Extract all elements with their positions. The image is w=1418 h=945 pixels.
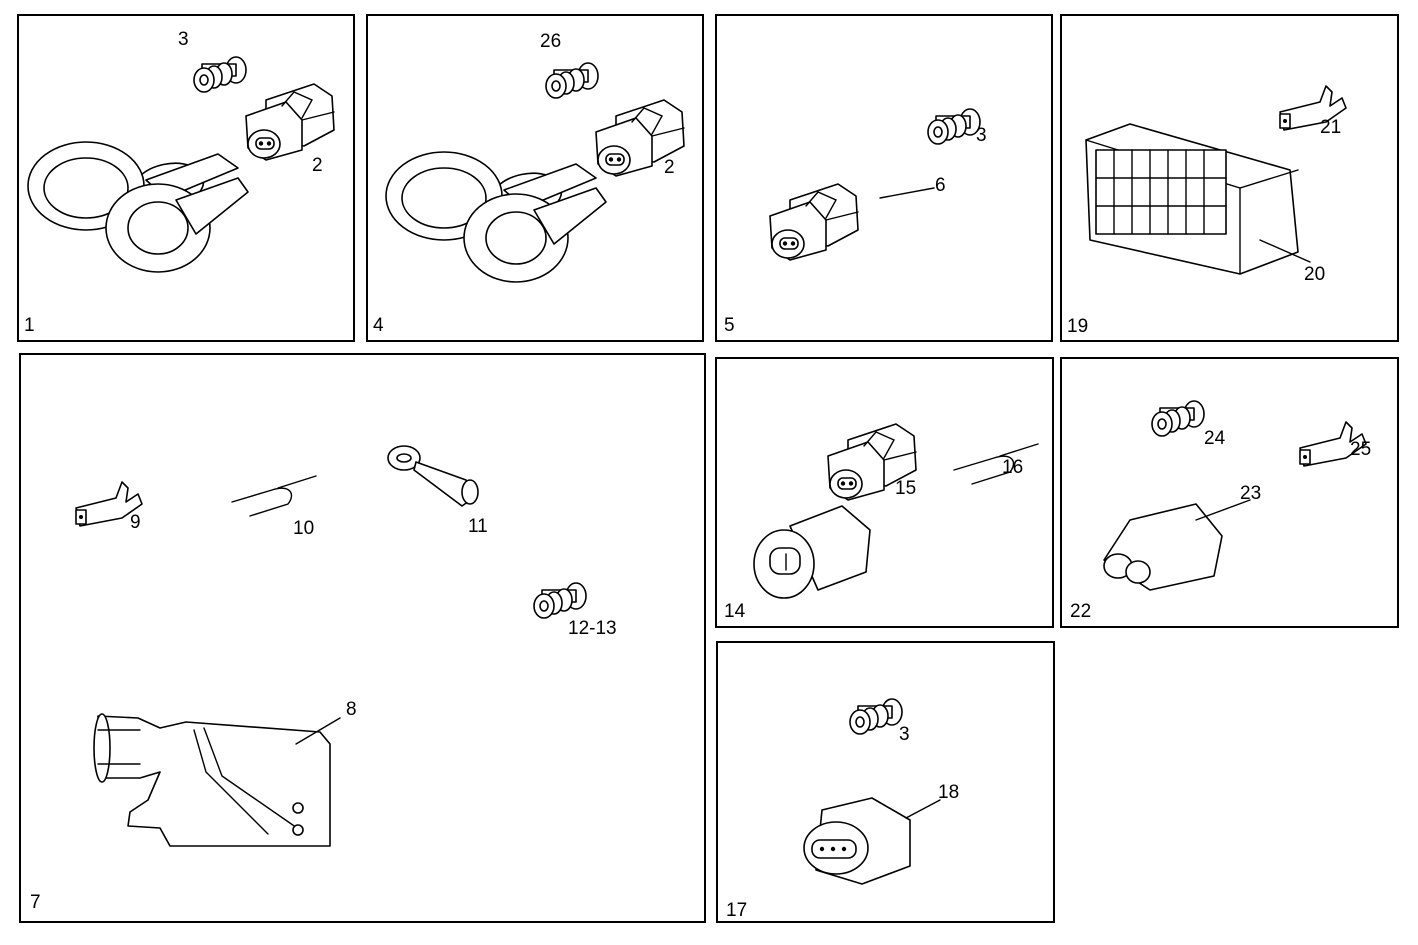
ring-terminal xyxy=(387,445,479,507)
callout-9: 9 xyxy=(130,512,141,533)
callout-12-13: 12-13 xyxy=(568,618,617,639)
callout-24: 24 xyxy=(1204,428,1226,449)
callout-18: 18 xyxy=(938,782,960,803)
panel-22 xyxy=(1060,357,1399,628)
panel-number-7: 7 xyxy=(30,892,41,913)
conn-23 xyxy=(1103,499,1251,591)
callout-15: 15 xyxy=(895,478,917,499)
callout-3: 3 xyxy=(178,29,189,50)
conn-14 xyxy=(753,505,871,599)
callout-16: 16 xyxy=(1002,457,1024,478)
cavity-grid xyxy=(1095,149,1227,235)
angled-boot xyxy=(93,713,341,847)
callout-21: 21 xyxy=(1320,117,1342,138)
callout-8: 8 xyxy=(346,699,357,720)
panel-5 xyxy=(715,14,1053,342)
panel-7 xyxy=(19,353,706,923)
panel-number-17: 17 xyxy=(726,900,748,921)
callout-3c: 3 xyxy=(899,724,910,745)
panel-number-5: 5 xyxy=(724,315,735,336)
callout-26: 26 xyxy=(540,31,562,52)
callout-2: 2 xyxy=(312,155,323,176)
callout-25: 25 xyxy=(1350,439,1372,460)
callout-3b: 3 xyxy=(976,125,987,146)
callout-11: 11 xyxy=(468,516,488,537)
panel-number-1: 1 xyxy=(24,315,35,336)
callout-20: 20 xyxy=(1304,264,1326,285)
conn-18 xyxy=(803,797,941,885)
callout-10: 10 xyxy=(293,518,315,539)
callout-2b: 2 xyxy=(664,157,675,178)
callout-23: 23 xyxy=(1240,483,1262,504)
panel-number-19: 19 xyxy=(1067,316,1089,337)
panel-number-22: 22 xyxy=(1070,601,1092,622)
callout-6: 6 xyxy=(935,175,946,196)
panel-number-14: 14 xyxy=(724,601,746,622)
panel-number-4: 4 xyxy=(373,315,384,336)
